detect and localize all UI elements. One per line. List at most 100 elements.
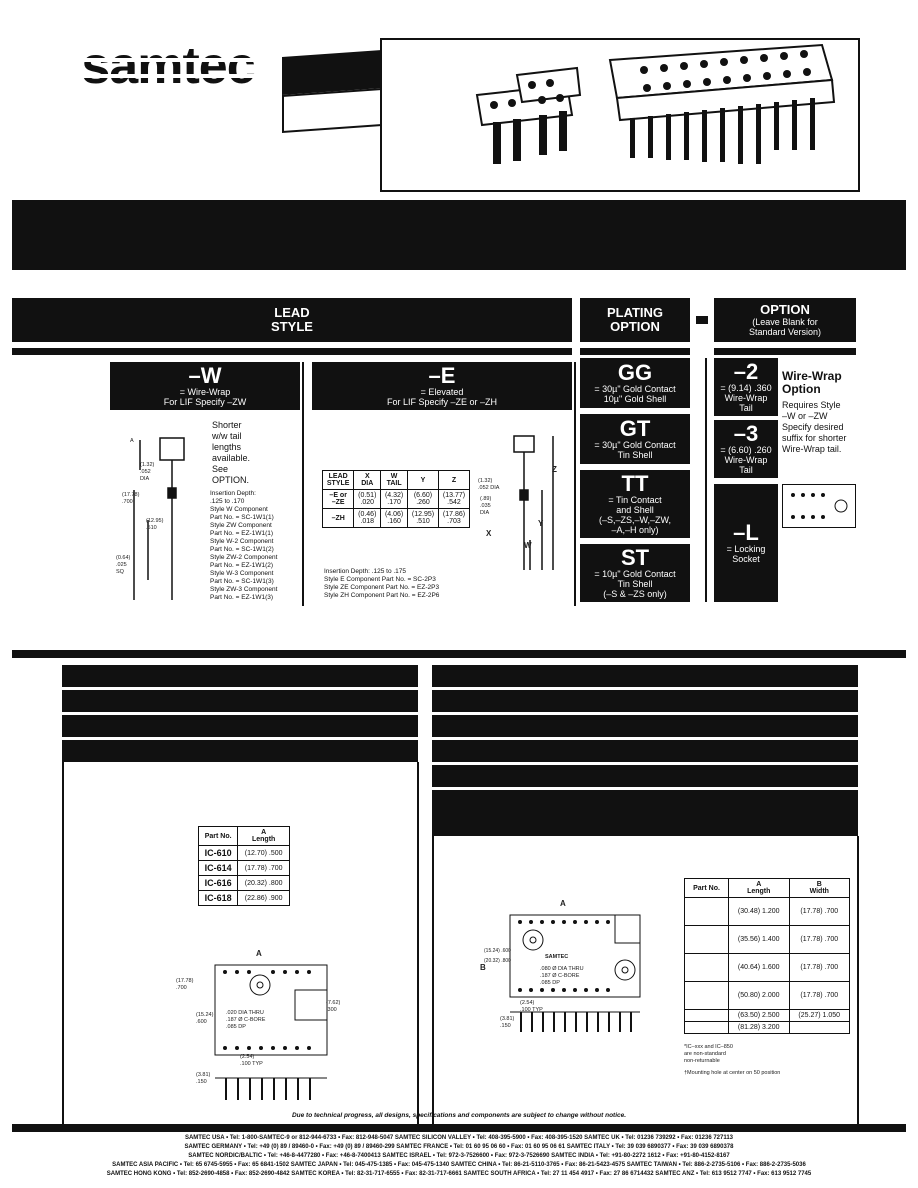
table-cell (684, 925, 729, 954)
table-cell: IC-616 (197, 875, 239, 891)
dim-b: B (480, 963, 486, 972)
divider (574, 362, 576, 606)
plating-gt: GT = 30µ" Gold Contact Tin Shell (580, 414, 690, 464)
divider (714, 348, 856, 355)
dim-a: A (560, 899, 566, 908)
lead-e-desc2: For LIF Specify –ZE or –ZH (386, 397, 498, 407)
table-row: IC-616(20.32) .800 (197, 875, 290, 891)
option-desc: = (6.60) .260 Wire-Wrap Tail (720, 445, 772, 475)
table-cell (788, 1021, 850, 1034)
table-cell: (30.48) 1.200 (728, 897, 790, 926)
option-subtitle: (Leave Blank for Standard Version) (748, 317, 822, 337)
col-x: X DIA (353, 470, 382, 490)
table-cell (684, 953, 729, 982)
lead-e-drawing (513, 435, 554, 570)
lead-e-header: –E = Elevated For LIF Specify –ZE or –ZH (312, 362, 572, 410)
option-code: –2 (733, 359, 759, 384)
option-desc: = Locking Socket (726, 544, 766, 564)
wirewrap-body: Requires Style –W or –ZW Specify desired… (782, 400, 847, 454)
plating-desc: = Tin Contact and Shell (–S,–ZS,–W,–ZW, … (598, 495, 672, 535)
footer-line: SAMTEC GERMANY • Tel: +49 (0) 89 / 89460… (184, 1144, 734, 1150)
table-cell: IC-614 (197, 860, 239, 876)
left-bar (62, 740, 418, 762)
dim-a: A (130, 438, 134, 444)
dim-h2: (20.32) .800 (484, 958, 511, 964)
table-row: –E or –ZE (0.51) .020 (4.32) .170 (6.60)… (321, 489, 471, 509)
col-part-no: Part No. (197, 826, 239, 846)
divider (705, 358, 707, 602)
footer-contacts: SAMTEC USA • Tel: 1-800-SAMTEC-9 or 812-… (0, 1134, 918, 1179)
lead-w-desc2: For LIF Specify –ZW (163, 397, 247, 407)
option-header: OPTION (Leave Blank for Standard Version… (714, 298, 856, 342)
col-lead-style: LEAD STYLE (321, 470, 355, 490)
lead-w-header: –W = Wire-Wrap For LIF Specify –ZW (110, 362, 300, 410)
logo-stripe (58, 58, 278, 62)
table-cell: (12.95) .510 (407, 508, 439, 528)
dim-h1: (15.24) .600 (484, 948, 511, 954)
left-socket-drawing (214, 964, 328, 1100)
left-bar (62, 665, 418, 687)
table-cell: IC-618 (197, 890, 239, 906)
dim-a: A (256, 949, 262, 958)
table-row: (40.64) 1.600(17.78) .700 (684, 953, 850, 982)
footer-line: SAMTEC ASIA PACIFIC • Tel: 65 6745-5955 … (112, 1162, 806, 1168)
brand-mark: SAMTEC (545, 954, 569, 960)
right-note1: *IC–xxx and IC–850 are non-standard non-… (684, 1044, 733, 1064)
table-cell: (50.80) 2.000 (728, 981, 790, 1010)
option-code: –L (733, 520, 759, 545)
samtec-logo: samtec (58, 40, 278, 92)
divider (417, 762, 419, 1124)
lead-w-drawing (133, 437, 185, 600)
col-y: Y (407, 470, 439, 490)
dim-pitch: (2.54) .100 TYP (240, 1054, 263, 1067)
table-row: (81.28) 3.200 (684, 1021, 850, 1034)
footer-line: SAMTEC HONG KONG • Tel: 852-2690-4858 • … (106, 1171, 812, 1177)
table-row: (50.80) 2.000(17.78) .700 (684, 981, 850, 1010)
dim-h3: (15.24) .600 (196, 1012, 214, 1025)
col-z: Z (437, 470, 471, 490)
option-3: –3 = (6.60) .260 Wire-Wrap Tail (714, 420, 778, 478)
dim-h1: (17.78) .700 (176, 978, 194, 991)
dash-separator (696, 316, 708, 324)
divider (12, 348, 572, 355)
socket-illustration (475, 43, 836, 164)
divider (857, 836, 859, 1124)
plating-option-header: PLATING OPTION (580, 298, 690, 342)
table-cell: (12.70) .500 (237, 845, 290, 861)
dim-length: (17.78) .700 (122, 492, 140, 505)
table-cell: (63.50) 2.500 (728, 1009, 790, 1022)
table-cell: (13.77) .542 (437, 489, 471, 509)
option-l: –L = Locking Socket (714, 484, 778, 602)
wirewrap-title: Wire-Wrap Option (782, 369, 842, 396)
right-bar (432, 715, 858, 737)
dim-dia: (.89) .035 DIA (480, 496, 492, 516)
lead-w-desc1: = Wire-Wrap (179, 387, 231, 397)
option-2: –2 = (9.14) .360 Wire-Wrap Tail (714, 358, 778, 416)
option-title: OPTION (760, 302, 810, 317)
table-cell: (4.32) .170 (380, 489, 409, 509)
table-row: –ZH (0.46) .018 (4.06) .160 (12.95) .510… (321, 508, 471, 528)
plating-desc: = 30µ" Gold Contact 10µ" Gold Shell (594, 384, 676, 404)
footer-line: SAMTEC USA • Tel: 1-800-SAMTEC-9 or 812-… (184, 1135, 734, 1141)
table-cell (684, 897, 729, 926)
dim-dia: .080 Ø DIA THRU .187 Ø C-BORE .085 DP (540, 966, 584, 986)
dim-dp: (3.81) .150 (196, 1072, 211, 1085)
dim-h2: (7.62) .300 (326, 1000, 341, 1013)
dim-dia: (1.32) .052 DIA (140, 462, 155, 482)
table-cell: (0.51) .020 (353, 489, 382, 509)
table-cell: (17.78) .700 (788, 953, 850, 982)
right-bar (432, 690, 858, 712)
table-cell: –ZH (321, 508, 355, 528)
table-row: IC-610(12.70) .500 (197, 845, 290, 861)
table-cell: (22.86) .900 (237, 890, 290, 906)
table-cell (684, 1009, 729, 1022)
disclaimer: Due to technical progress, all designs, … (291, 1112, 627, 1119)
right-bar (432, 740, 858, 762)
table-cell: (40.64) 1.600 (728, 953, 790, 982)
dim-pitch: (2.54) .100 TYP (520, 1000, 543, 1013)
table-row: IC-618(22.86) .900 (197, 890, 290, 906)
product-photo (380, 38, 860, 192)
table-cell: (17.86) .703 (437, 508, 471, 528)
table-cell: (17.78) .700 (788, 925, 850, 954)
divider (12, 650, 906, 658)
